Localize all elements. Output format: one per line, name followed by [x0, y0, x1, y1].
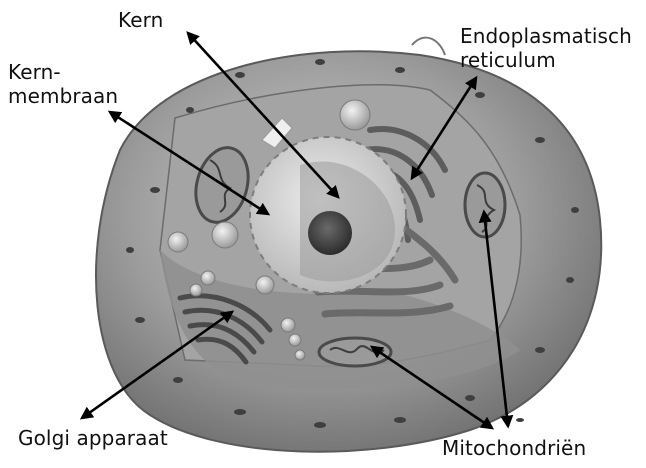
- label-kern: Kern: [118, 8, 163, 32]
- label-kernmembraan: Kern- membraan: [8, 60, 118, 108]
- nucleus: [250, 137, 406, 293]
- label-endoplasmatisch-reticulum: Endoplasmatisch reticulum: [460, 24, 632, 72]
- surface-strand: [412, 38, 445, 55]
- label-mitochondrien: Mitochondriën: [442, 436, 586, 460]
- label-golgi-apparaat: Golgi apparaat: [18, 426, 168, 450]
- label-er-line1: Endoplasmatisch: [460, 24, 632, 48]
- nucleolus: [308, 211, 352, 255]
- label-kernmembraan-line2: membraan: [8, 84, 118, 108]
- label-kernmembraan-line1: Kern-: [8, 60, 118, 84]
- label-er-line2: reticulum: [460, 48, 632, 72]
